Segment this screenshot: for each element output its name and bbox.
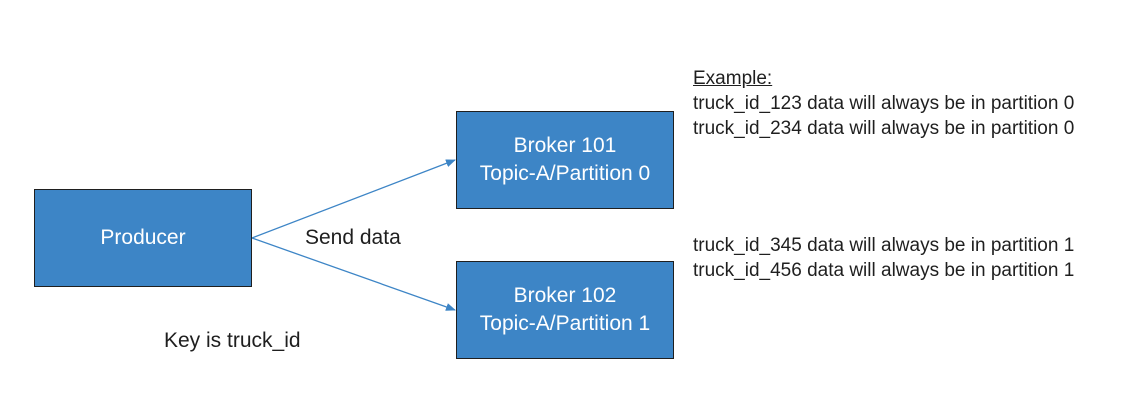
example-heading: Example: — [693, 68, 773, 89]
broker-101-partition: Topic-A/Partition 0 — [479, 162, 651, 185]
broker-102-name: Broker 102 — [513, 284, 617, 307]
example-partition-0-block: Example: truck_id_123 data will always b… — [693, 66, 1074, 141]
producer-label: Producer — [100, 226, 186, 249]
broker-102-node: Broker 102 Topic-A/Partition 1 — [456, 261, 674, 359]
broker-101-name: Broker 101 — [513, 134, 617, 157]
arrow-to-broker-102 — [251, 237, 456, 311]
example-line: truck_id_123 data will always be in part… — [693, 93, 1075, 114]
send-data-label: Send data — [305, 226, 401, 249]
example-line: truck_id_234 data will always be in part… — [693, 118, 1075, 139]
broker-101-node: Broker 101 Topic-A/Partition 0 — [456, 111, 674, 209]
example-line: truck_id_345 data will always be in part… — [693, 235, 1075, 256]
arrow-to-broker-101 — [251, 159, 456, 239]
broker-102-partition: Topic-A/Partition 1 — [479, 312, 651, 335]
example-line: truck_id_456 data will always be in part… — [693, 260, 1075, 281]
producer-node: Producer — [34, 189, 252, 287]
key-label: Key is truck_id — [164, 329, 301, 352]
example-partition-1-block: truck_id_345 data will always be in part… — [693, 233, 1074, 283]
